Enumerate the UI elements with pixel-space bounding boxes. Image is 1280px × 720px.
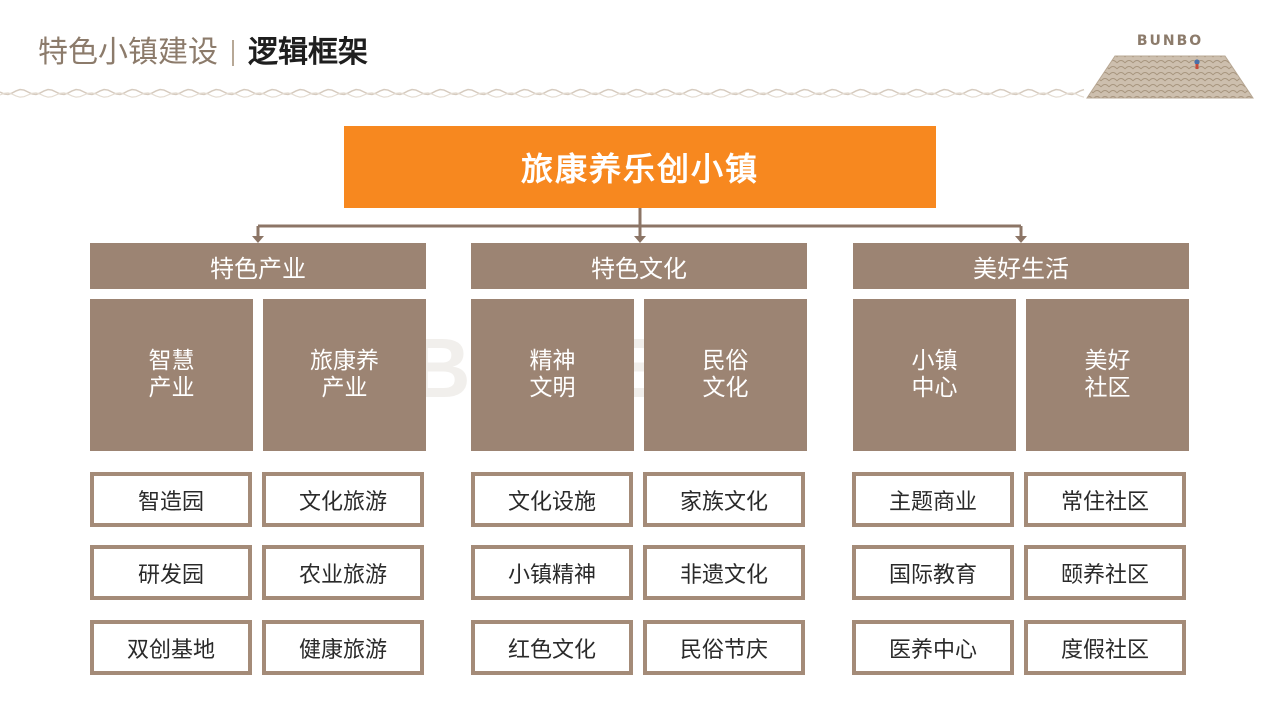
sub-tile: 小镇 中心 bbox=[853, 299, 1016, 451]
sub-tile-line: 中心 bbox=[911, 375, 958, 401]
item-box: 民俗节庆 bbox=[643, 620, 805, 675]
item-box: 小镇精神 bbox=[471, 545, 633, 600]
item-box: 双创基地 bbox=[90, 620, 252, 675]
arrow-down-icon bbox=[1015, 236, 1027, 243]
sub-tile: 民俗 文化 bbox=[644, 299, 807, 451]
item-box: 常住社区 bbox=[1024, 472, 1186, 527]
sub-tile-line: 小镇 bbox=[911, 348, 958, 374]
category-header-industry: 特色产业 bbox=[90, 243, 426, 289]
item-box: 红色文化 bbox=[471, 620, 633, 675]
item-box: 家族文化 bbox=[643, 472, 805, 527]
page-heading: 逻辑框架 bbox=[248, 35, 368, 70]
item-box: 健康旅游 bbox=[262, 620, 424, 675]
sub-tile-line: 文化 bbox=[702, 375, 749, 401]
sub-tile: 美好 社区 bbox=[1026, 299, 1189, 451]
sub-tile: 旅康养 产业 bbox=[263, 299, 426, 451]
item-box: 医养中心 bbox=[852, 620, 1014, 675]
sub-tile: 智慧 产业 bbox=[90, 299, 253, 451]
sub-tile-line: 美好 bbox=[1084, 348, 1131, 374]
item-box: 度假社区 bbox=[1024, 620, 1186, 675]
sub-tile-line: 民俗 bbox=[702, 348, 749, 374]
item-box: 农业旅游 bbox=[262, 545, 424, 600]
brand-logo-text: BUNBO bbox=[1136, 33, 1204, 49]
item-box: 文化旅游 bbox=[262, 472, 424, 527]
sub-tile-line: 精神 bbox=[529, 348, 576, 374]
item-box: 颐养社区 bbox=[1024, 545, 1186, 600]
sub-tile-line: 旅康养 bbox=[310, 348, 379, 374]
page-title: 特色小镇建设逻辑框架 bbox=[38, 33, 368, 73]
roof-tiles-logo-icon bbox=[1086, 55, 1254, 99]
section-title: 特色小镇建设 bbox=[38, 35, 218, 70]
sub-tile-line: 产业 bbox=[321, 375, 368, 401]
item-box: 文化设施 bbox=[471, 472, 633, 527]
wave-divider bbox=[0, 88, 1085, 98]
arrow-down-icon bbox=[252, 236, 264, 243]
item-box: 智造园 bbox=[90, 472, 252, 527]
sub-tile-line: 产业 bbox=[148, 375, 195, 401]
sub-tile-line: 智慧 bbox=[148, 348, 195, 374]
item-box: 主题商业 bbox=[852, 472, 1014, 527]
sub-tile-line: 社区 bbox=[1084, 375, 1131, 401]
item-box: 非遗文化 bbox=[643, 545, 805, 600]
category-header-living: 美好生活 bbox=[853, 243, 1189, 289]
sub-tile: 精神 文明 bbox=[471, 299, 634, 451]
arrow-down-icon bbox=[634, 236, 646, 243]
item-box: 国际教育 bbox=[852, 545, 1014, 600]
town-title-box: 旅康养乐创小镇 bbox=[344, 126, 936, 208]
title-divider bbox=[232, 40, 234, 66]
category-header-culture: 特色文化 bbox=[471, 243, 807, 289]
item-box: 研发园 bbox=[90, 545, 252, 600]
sub-tile-line: 文明 bbox=[529, 375, 576, 401]
